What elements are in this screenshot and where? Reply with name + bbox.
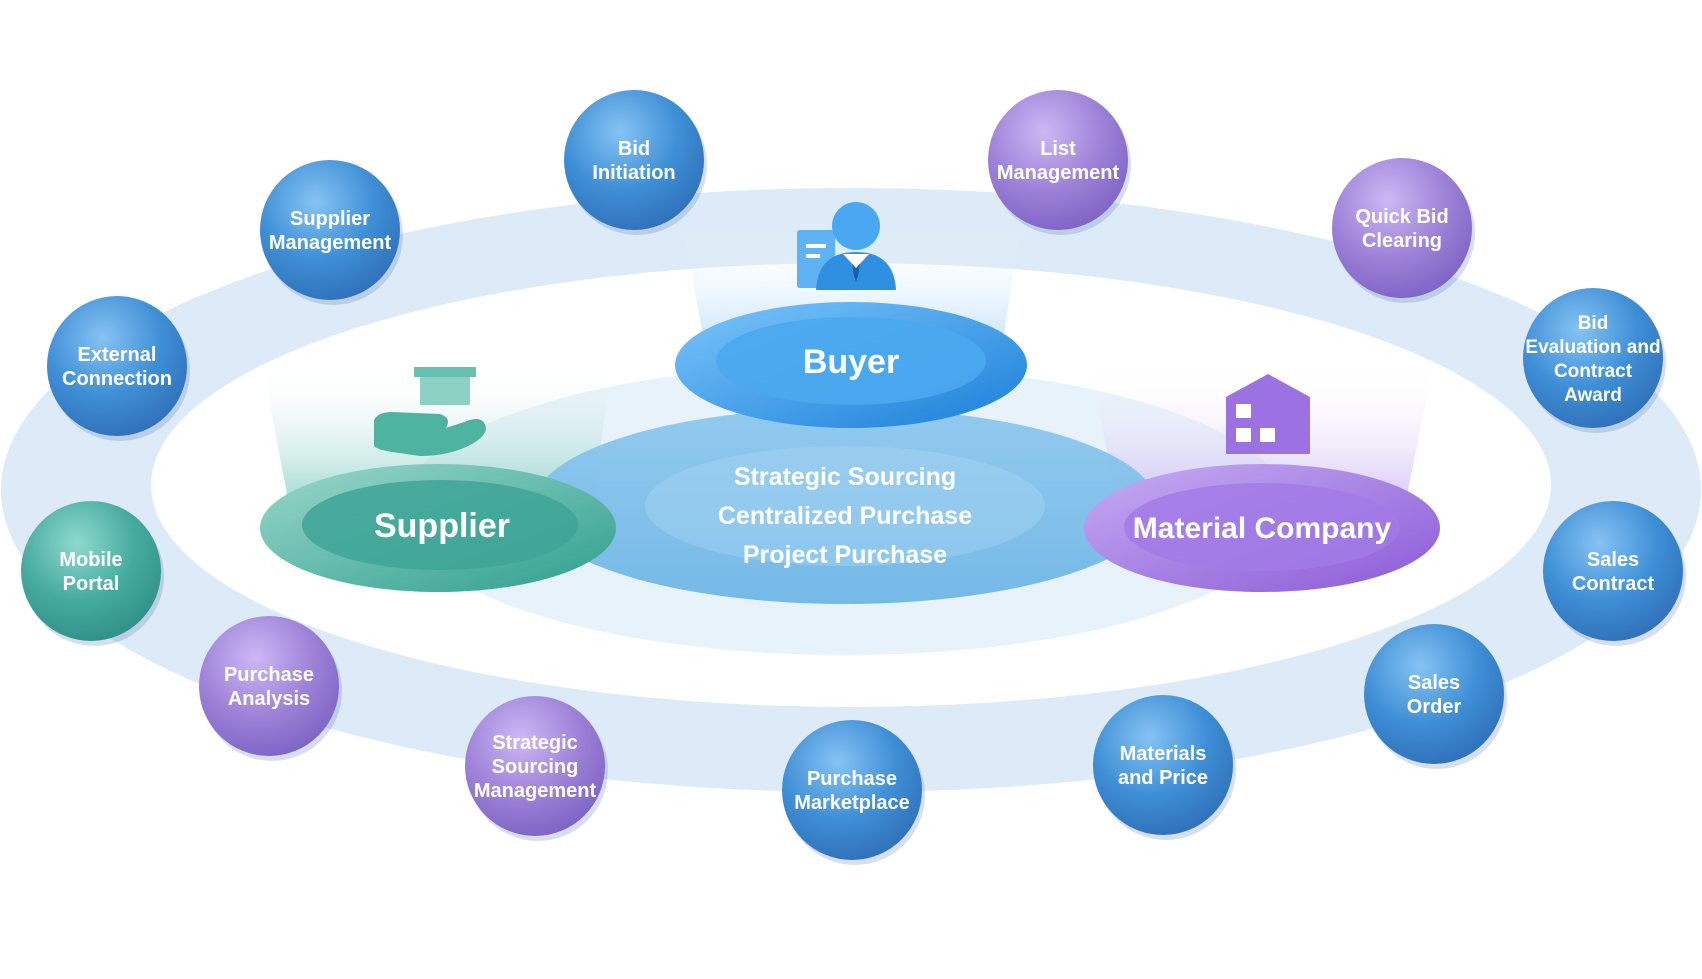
module-label-line: Sales: [1408, 672, 1460, 694]
center-line-3: Project Purchase: [743, 541, 947, 569]
module-circle: [21, 501, 161, 641]
module-label-line: Supplier: [290, 208, 370, 230]
module-circle: [47, 296, 187, 436]
module-label-line: External: [78, 344, 157, 366]
supplier-hub[interactable]: Supplier: [260, 464, 616, 592]
module-label-line: Connection: [62, 368, 172, 390]
module-circle: [1523, 288, 1663, 428]
module-label-line: Purchase: [807, 768, 897, 790]
supplier-label: Supplier: [374, 507, 510, 545]
module-label-line: Initiation: [592, 162, 675, 184]
module-label-line: Award: [1564, 385, 1622, 406]
module-circle: [1364, 624, 1504, 764]
module-circle: [988, 90, 1128, 230]
module-label-line: Portal: [63, 573, 120, 595]
module-label-line: Analysis: [228, 688, 310, 710]
module-circle: [199, 616, 339, 756]
material-company-hub[interactable]: Material Company: [1084, 464, 1440, 592]
module-label-line: Sales: [1587, 549, 1639, 571]
module-label-line: Clearing: [1362, 230, 1442, 252]
modules-layer: BidInitiationListManagementSupplierManag…: [21, 90, 1686, 865]
center-line-1: Strategic Sourcing: [734, 463, 956, 491]
module-label-line: Marketplace: [794, 792, 910, 814]
module-circle: [1332, 158, 1472, 298]
module-circle: [1543, 501, 1683, 641]
buyer-label: Buyer: [803, 343, 899, 381]
module-circle: [465, 696, 605, 836]
module-label-line: List: [1040, 138, 1076, 160]
module-label-line: Contract: [1572, 573, 1655, 595]
buyer-hub[interactable]: Buyer: [675, 302, 1027, 428]
module-label-line: Sourcing: [492, 756, 579, 778]
center-line-2: Centralized Purchase: [718, 502, 972, 530]
module-label-line: and Price: [1118, 767, 1208, 789]
module-circle: [260, 160, 400, 300]
module-label-line: Order: [1407, 696, 1462, 718]
material-company-label: Material Company: [1133, 512, 1392, 545]
module-label-line: Contract: [1554, 361, 1633, 382]
module-label-line: Bid: [1578, 313, 1609, 334]
module-label-line: Management: [997, 162, 1120, 184]
hand-box-icon: [374, 367, 486, 456]
buyer-person-icon: [797, 202, 896, 290]
module-label-line: Bid: [618, 138, 650, 160]
module-label-line: Materials: [1120, 743, 1207, 765]
module-circle: [782, 720, 922, 860]
module-label-line: Evaluation and: [1525, 337, 1660, 358]
center-platform: [533, 408, 1157, 604]
warehouse-icon: [1226, 374, 1310, 454]
module-label-line: Purchase: [224, 664, 314, 686]
module-circle: [1093, 695, 1233, 835]
module-label-line: Mobile: [59, 549, 122, 571]
module-label-line: Management: [269, 232, 392, 254]
module-label-line: Strategic: [492, 732, 578, 754]
module-label-line: Management: [474, 780, 597, 802]
module-circle: [564, 90, 704, 230]
module-label-line: Quick Bid: [1355, 206, 1448, 228]
